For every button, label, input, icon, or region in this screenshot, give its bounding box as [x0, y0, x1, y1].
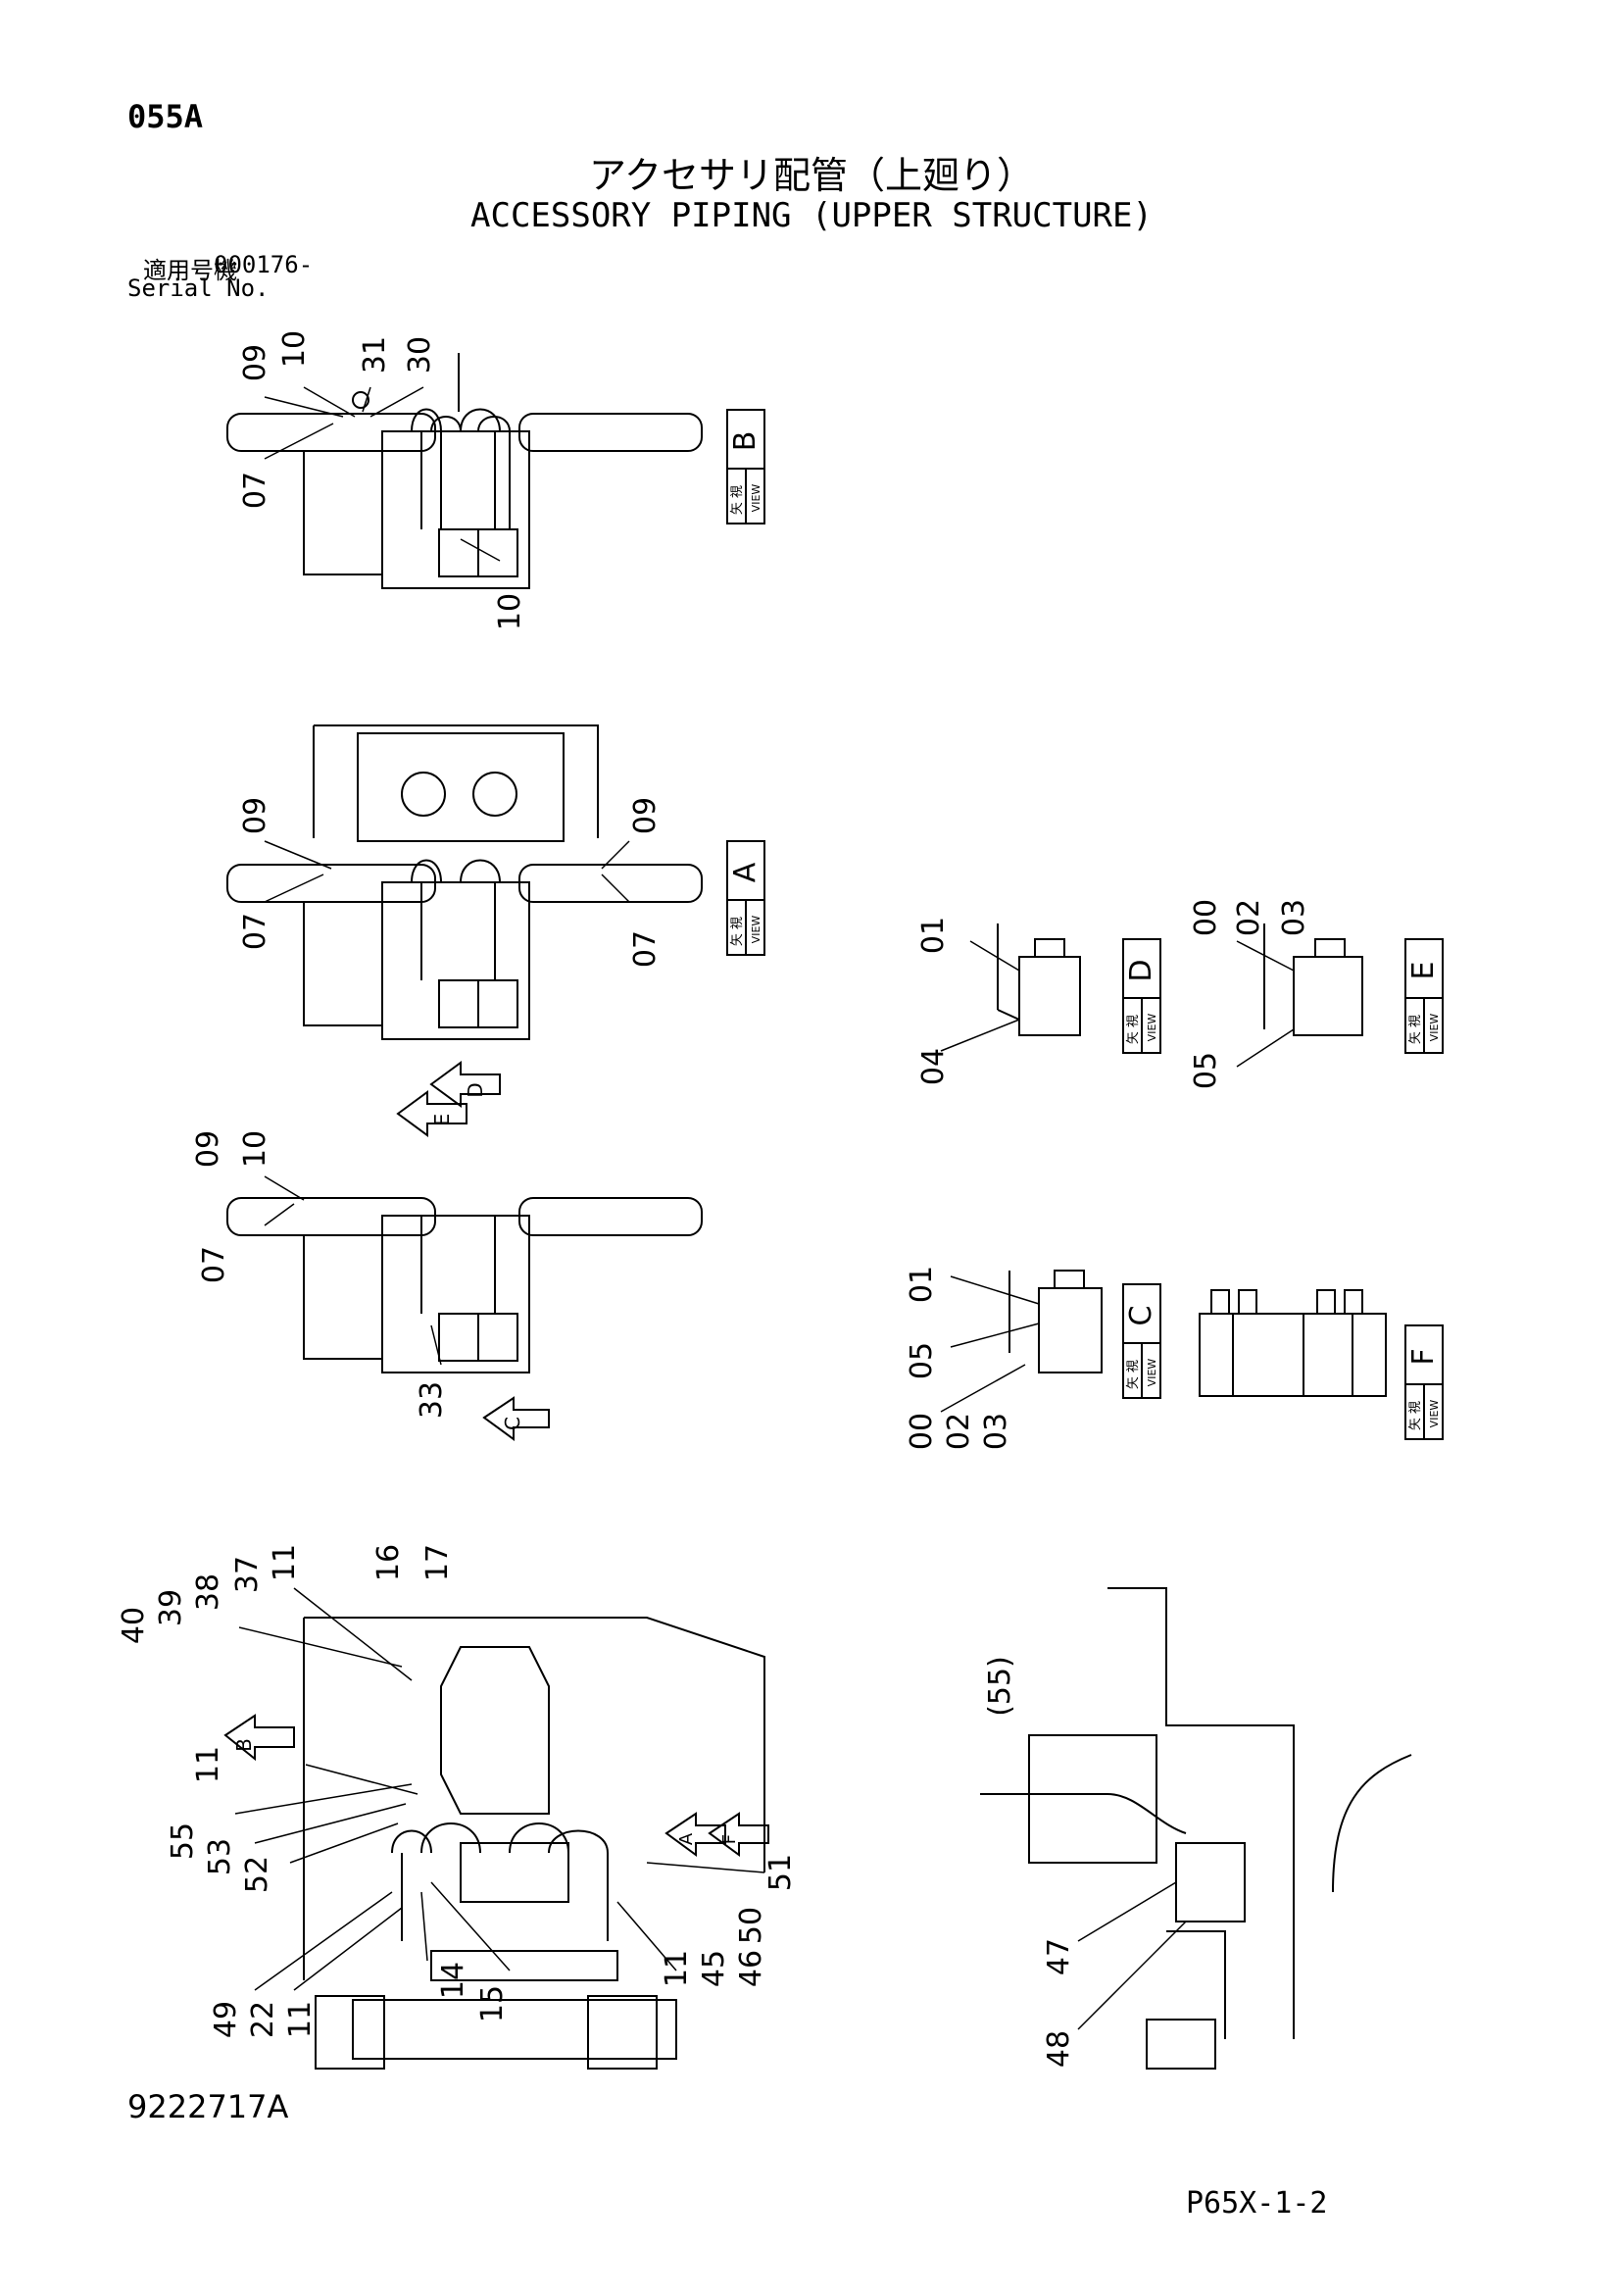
arrow-b-top-letter: B	[232, 1738, 256, 1752]
view-e-drawing	[1263, 923, 1363, 1036]
main-left-drawing	[223, 1617, 769, 2070]
view-b-letter: B	[728, 431, 762, 452]
callout: 11	[283, 2001, 318, 2038]
callout: 09	[628, 797, 663, 834]
view-c-en: VIEW	[1146, 1359, 1158, 1387]
callout: 07	[238, 472, 272, 509]
view-c-detail-drawing	[1008, 1270, 1103, 1373]
view-c-ja: 矢 視	[1126, 1360, 1141, 1389]
callout: 00	[905, 1413, 939, 1450]
callout: 53	[203, 1838, 237, 1875]
view-d-drawing	[997, 923, 1081, 1036]
callout: (55)	[983, 1656, 1017, 1717]
callout: 55	[166, 1822, 200, 1860]
callout: 30	[403, 336, 437, 374]
callout: 31	[358, 336, 392, 374]
serial-label-english: Serial No.	[127, 275, 270, 302]
view-a-drawing	[226, 724, 703, 1040]
callout: 38	[191, 1573, 225, 1611]
view-d-ja: 矢 視	[1126, 1015, 1141, 1044]
serial-label-japanese: 適用号機	[143, 257, 237, 284]
view-arrows-ed	[396, 1061, 501, 1137]
arrow-c-letter: C	[501, 1417, 524, 1430]
arrow-f-letter: F	[719, 1834, 740, 1844]
main-right-drawing	[980, 1587, 1412, 2070]
view-label-texts: B 矢 視 VIEW A 矢 視 VIEW D 矢 視 VIEW E 矢 視 V…	[232, 431, 1441, 1845]
callout: 09	[238, 797, 272, 834]
callout: 10	[493, 593, 527, 630]
callout: 09	[191, 1130, 225, 1168]
callout: 02	[1232, 899, 1266, 936]
arrow-e-letter: E	[430, 1114, 454, 1126]
callout: 10	[238, 1130, 272, 1168]
callout: 05	[905, 1342, 939, 1379]
view-e-en: VIEW	[1428, 1014, 1441, 1042]
view-e-ja: 矢 視	[1408, 1015, 1423, 1044]
title-english: ACCESSORY PIPING (UPPER STRUCTURE)	[470, 196, 1153, 235]
view-d-en: VIEW	[1146, 1014, 1158, 1042]
view-f-drawing	[1199, 1289, 1387, 1397]
view-b-drawing	[226, 353, 703, 589]
callout: 07	[238, 913, 272, 950]
view-c-letter: C	[1124, 1306, 1158, 1326]
callout: 49	[209, 2001, 243, 2038]
callout: 22	[246, 2001, 280, 2038]
callout-numbers: 09 10 31 30 07 10 09 09 07 07 09 10 07 3…	[117, 330, 1311, 2068]
leader-lines	[234, 386, 1295, 2030]
view-a-en: VIEW	[750, 916, 762, 944]
view-d-letter: D	[1124, 959, 1158, 981]
view-c-drawing	[226, 1197, 703, 1441]
serial-number: 000176-	[214, 251, 314, 278]
view-a-letter: A	[728, 862, 762, 882]
callout: 15	[475, 1985, 510, 2022]
callout: 52	[240, 1856, 274, 1893]
view-f-ja: 矢 視	[1408, 1401, 1423, 1430]
arrow-a-letter: A	[676, 1832, 697, 1845]
drawing-number: 9222717A	[127, 2088, 289, 2125]
callout: 04	[916, 1048, 951, 1085]
view-label-boxes	[726, 409, 1444, 1440]
callout: 05	[1189, 1052, 1223, 1089]
callout: 40	[117, 1607, 151, 1644]
callout: 00	[1189, 899, 1223, 936]
view-b-en: VIEW	[750, 484, 762, 513]
callout: 45	[697, 1950, 731, 1987]
view-b-ja: 矢 視	[730, 485, 745, 515]
callout: 51	[763, 1854, 798, 1891]
view-e-letter: E	[1406, 962, 1441, 980]
callout: 01	[916, 917, 951, 954]
callout: 48	[1042, 2030, 1076, 2068]
callout: 07	[628, 930, 663, 968]
callout: 03	[1277, 899, 1311, 936]
callout: 37	[230, 1556, 265, 1593]
page-reference: P65X-1-2	[1186, 2186, 1328, 2221]
title-japanese: アクセサリ配管（上廻り）	[588, 154, 1035, 197]
callout: 33	[415, 1381, 449, 1419]
callout: 50	[734, 1907, 768, 1944]
callout: 14	[436, 1962, 470, 1999]
callout: 09	[238, 344, 272, 381]
callout: 17	[420, 1544, 455, 1581]
callout: 11	[660, 1950, 694, 1987]
callout: 01	[905, 1266, 939, 1303]
callout: 47	[1042, 1938, 1076, 1975]
callout: 46	[734, 1950, 768, 1987]
callout: 02	[942, 1413, 976, 1450]
page-code: 055A	[127, 98, 204, 135]
arrow-d-letter: D	[464, 1082, 487, 1097]
callout: 07	[197, 1246, 231, 1283]
callout: 11	[268, 1544, 302, 1581]
callout: 39	[154, 1589, 188, 1626]
callout: 03	[979, 1413, 1013, 1450]
view-f-letter: F	[1406, 1348, 1441, 1365]
view-a-ja: 矢 視	[730, 917, 745, 946]
callout: 16	[371, 1544, 406, 1581]
view-f-en: VIEW	[1428, 1400, 1441, 1428]
callout: 11	[191, 1746, 225, 1783]
callout: 10	[277, 330, 312, 368]
